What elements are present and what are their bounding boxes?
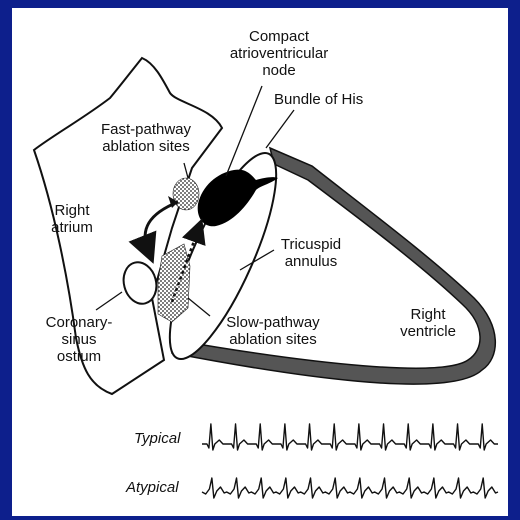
figure-panel: Compact atrioventricular node Bundle of …	[12, 8, 508, 516]
label-right-ventricle: Right ventricle	[388, 306, 468, 340]
label-line: ablation sites	[208, 331, 338, 348]
label-line: sinus	[34, 331, 124, 348]
label-line: atrium	[42, 219, 102, 236]
slow-pathway-site	[158, 244, 190, 322]
label-bundle-of-his: Bundle of His	[274, 91, 363, 108]
ecg-label-atypical: Atypical	[126, 479, 179, 496]
ecg-waveform	[202, 478, 498, 498]
label-right-atrium: Right atrium	[42, 202, 102, 236]
label-line: Right	[42, 202, 102, 219]
label-line: Slow-pathway	[208, 314, 338, 331]
label-tricuspid-annulus: Tricuspid annulus	[266, 236, 356, 270]
label-line: Compact	[214, 28, 344, 45]
leader-bundle-his	[266, 110, 294, 148]
label-compact-av-node: Compact atrioventricular node	[214, 28, 344, 79]
label-line: Tricuspid	[266, 236, 356, 253]
label-line: Bundle of His	[274, 91, 363, 108]
ecg-label-typical: Typical	[134, 430, 180, 447]
label-line: node	[214, 62, 344, 79]
label-line: atrioventricular	[214, 45, 344, 62]
ecg-waveform	[202, 424, 498, 450]
ecg-trace-atypical	[202, 478, 498, 498]
label-fast-pathway: Fast-pathway ablation sites	[76, 121, 216, 155]
label-line: Coronary-	[34, 314, 124, 331]
heart-diagram	[12, 8, 508, 516]
ecg-trace-typical	[202, 424, 498, 450]
label-line: Fast-pathway	[76, 121, 216, 138]
label-line: annulus	[266, 253, 356, 270]
label-coronary-sinus: Coronary- sinus ostium	[34, 314, 124, 365]
label-line: ablation sites	[76, 138, 216, 155]
label-line: ventricle	[388, 323, 468, 340]
fast-pathway-site	[173, 178, 199, 210]
label-slow-pathway: Slow-pathway ablation sites	[208, 314, 338, 348]
label-line: ostium	[34, 348, 124, 365]
label-line: Right	[388, 306, 468, 323]
